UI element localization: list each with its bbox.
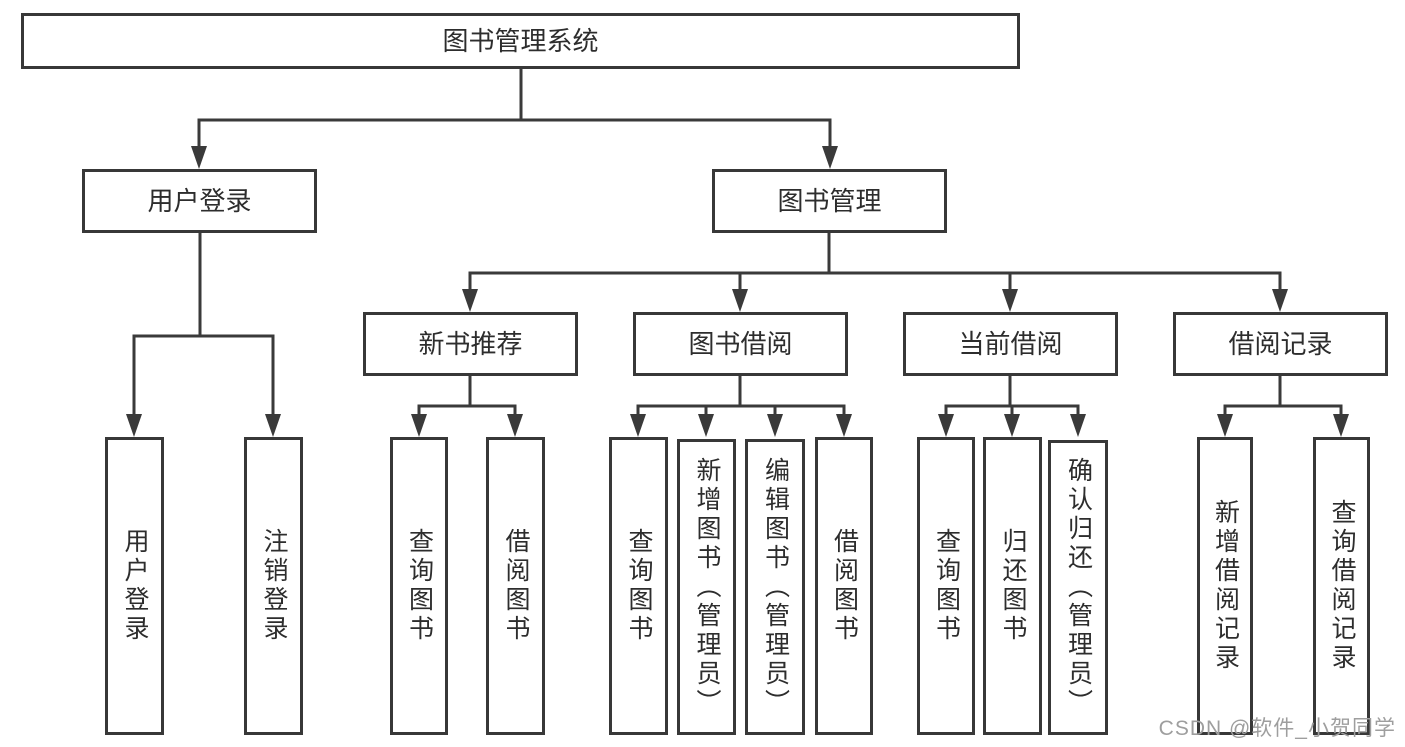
leaf-add-books-admin: 新增图书（管理员） (677, 439, 736, 735)
leaf-add-books-admin-label: 新增图书（管理员） (693, 456, 721, 718)
leaf-query-books-borrow: 查询图书 (609, 437, 668, 735)
node-book-management: 图书管理 (712, 169, 947, 233)
leaf-query-books-current: 查询图书 (917, 437, 975, 735)
leaf-query-borrow-record: 查询借阅记录 (1313, 437, 1370, 735)
leaf-query-books-borrow-label: 查询图书 (625, 528, 653, 644)
node-library-system-label: 图书管理系统 (442, 26, 599, 56)
node-book-management-label: 图书管理 (777, 186, 882, 216)
watermark: CSDN @软件_小贺同学 (1158, 717, 1396, 740)
leaf-edit-books-admin-label: 编辑图书（管理员） (761, 456, 790, 718)
node-book-borrow: 图书借阅 (633, 312, 848, 376)
node-book-borrow-label: 图书借阅 (688, 329, 793, 359)
leaf-add-borrow-record: 新增借阅记录 (1197, 437, 1253, 735)
leaf-query-books-recommend: 查询图书 (390, 437, 448, 735)
node-user-login-label: 用户登录 (147, 186, 252, 216)
leaf-edit-books-admin: 编辑图书（管理员） (745, 439, 805, 735)
leaf-add-borrow-record-label: 新增借阅记录 (1211, 499, 1240, 673)
arrowheads (126, 146, 1349, 437)
node-new-book-recommend: 新书推荐 (363, 312, 578, 376)
node-user-login: 用户登录 (82, 169, 317, 233)
leaf-borrow-books-recommend-label: 借阅图书 (502, 528, 530, 644)
node-current-borrow: 当前借阅 (903, 312, 1118, 376)
leaf-return-books-label: 归还图书 (999, 528, 1027, 644)
leaf-confirm-return-admin: 确认归还（管理员） (1048, 440, 1108, 735)
node-library-system: 图书管理系统 (21, 13, 1020, 69)
leaf-user-login: 用户登录 (105, 437, 164, 735)
leaf-logout: 注销登录 (244, 437, 303, 735)
leaf-query-books-current-label: 查询图书 (932, 528, 961, 644)
leaf-borrow-books-recommend: 借阅图书 (486, 437, 545, 735)
leaf-confirm-return-admin-label: 确认归还（管理员） (1064, 457, 1093, 718)
leaf-user-login-label: 用户登录 (121, 528, 149, 644)
node-borrow-records: 借阅记录 (1173, 312, 1388, 376)
leaf-borrow-books: 借阅图书 (815, 437, 873, 735)
node-current-borrow-label: 当前借阅 (958, 329, 1063, 359)
leaf-query-borrow-record-label: 查询借阅记录 (1328, 499, 1356, 673)
node-new-book-recommend-label: 新书推荐 (418, 329, 523, 359)
leaf-logout-label: 注销登录 (260, 528, 288, 644)
leaf-query-books-recommend-label: 查询图书 (405, 528, 434, 644)
node-borrow-records-label: 借阅记录 (1228, 329, 1333, 359)
leaf-borrow-books-label: 借阅图书 (830, 528, 859, 644)
leaf-return-books: 归还图书 (983, 437, 1042, 735)
